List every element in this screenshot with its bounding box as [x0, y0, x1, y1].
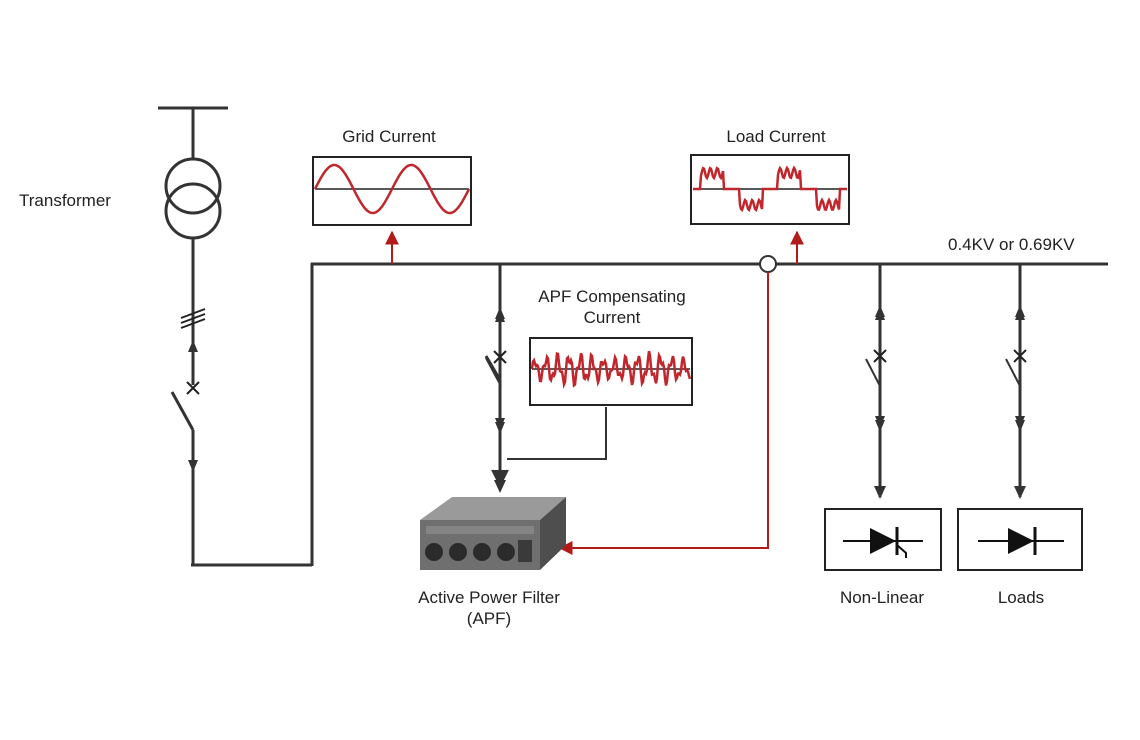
voltage-label: 0.4KV or 0.69KV — [948, 235, 1075, 254]
load-current-label: Load Current — [726, 127, 826, 146]
grid-current-scope — [312, 156, 472, 226]
apf-device-icon — [420, 497, 566, 570]
transformer-icon — [164, 157, 222, 240]
grid-current-waveform — [313, 163, 471, 215]
transformer-label: Transformer — [19, 191, 111, 210]
thyristor-icon — [843, 527, 923, 558]
loads-label: Loads — [997, 588, 1045, 607]
nonlinear-load-box — [824, 508, 942, 571]
sensor-feedback-line — [558, 272, 769, 555]
transformer-branch — [158, 106, 314, 567]
load-current-scope — [690, 154, 850, 225]
loads-box — [957, 508, 1083, 571]
apf-compensating-line1: APF Compensating — [538, 287, 686, 306]
apf-compensating-scope — [529, 337, 693, 406]
apf-label: Active Power Filter (APF) — [418, 587, 560, 630]
apf-branch — [484, 264, 509, 493]
loads-branch — [1005, 264, 1027, 499]
grid-current-label: Grid Current — [342, 127, 436, 146]
apf-compensating-line2: Current — [583, 308, 641, 328]
circuit-breaker-icon — [170, 381, 200, 431]
diode-icon — [978, 527, 1064, 555]
nonlinear-branch — [865, 264, 887, 499]
nonlinear-label: Non-Linear — [839, 588, 925, 607]
apf-scope-link — [507, 407, 607, 460]
load-current-waveform — [693, 165, 847, 213]
apf-label-line2: (APF) — [466, 609, 512, 629]
apf-label-line1: Active Power Filter — [418, 588, 560, 607]
apf-compensating-waveform — [530, 350, 692, 389]
three-phase-mark — [180, 308, 206, 329]
apf-compensating-label: APF Compensating Current — [538, 286, 685, 329]
current-transformer-icon — [759, 255, 777, 273]
